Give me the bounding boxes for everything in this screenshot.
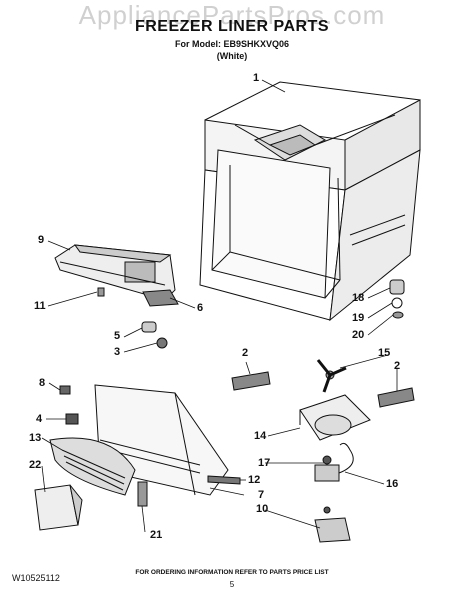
model-line: For Model: EB9SHKXVQ06 (174, 39, 290, 49)
callout-4: 4 (36, 413, 43, 425)
part-8-screw (59, 385, 71, 395)
part-17-motor (314, 455, 340, 482)
callout-3: 3 (114, 346, 121, 358)
callout-6: 6 (197, 302, 204, 314)
callout-15: 15 (378, 347, 391, 359)
callout-19: 19 (352, 312, 365, 324)
part-4-hinge (65, 413, 79, 425)
leader-lines (41, 79, 398, 533)
part-19-washer (391, 297, 403, 309)
part-5-fastener (141, 321, 157, 333)
part-11-screw (97, 287, 105, 297)
callout-5: 5 (114, 330, 121, 342)
part-20-cap (392, 311, 404, 319)
part-9-bracket (54, 244, 176, 301)
part-12-strip (207, 475, 241, 485)
document-number: W10525112 (12, 573, 60, 583)
ordering-note: FOR ORDERING INFORMATION REFER TO PARTS … (135, 569, 329, 576)
callout-2-right: 2 (394, 360, 401, 372)
part-16-wire (338, 442, 354, 474)
callout-7: 7 (258, 489, 265, 501)
page-title: FREEZER LINER PARTS (134, 18, 330, 35)
part-1-freezer-liner (199, 81, 421, 322)
callout-9: 9 (38, 234, 45, 246)
part-15-fan-blade (316, 359, 347, 393)
callout-17: 17 (258, 457, 271, 469)
part-21-latch (137, 481, 148, 507)
callout-1: 1 (253, 72, 260, 84)
part-2-tape-right (377, 387, 415, 408)
part-10-bracket (314, 506, 351, 543)
callout-18: 18 (352, 292, 365, 304)
callout-16: 16 (386, 478, 399, 490)
part-6-pad (142, 289, 179, 307)
callout-21: 21 (150, 529, 163, 541)
callout-10: 10 (256, 503, 269, 515)
part-22-cover (34, 484, 83, 531)
part-18-grommet (389, 279, 405, 295)
color-line: (White) (216, 51, 248, 61)
part-3-clip (156, 337, 168, 349)
callout-13: 13 (29, 432, 42, 444)
callout-14: 14 (254, 430, 267, 442)
part-14-fan-housing (299, 394, 371, 441)
callout-12: 12 (248, 474, 261, 486)
part-2-tape-left (231, 371, 271, 391)
callout-8: 8 (39, 377, 46, 389)
callout-2-left: 2 (242, 347, 249, 359)
callout-22: 22 (29, 459, 42, 471)
callout-11: 11 (34, 300, 46, 312)
callout-20: 20 (352, 329, 365, 341)
page-number: 5 (229, 580, 235, 589)
part-13-grille (49, 437, 136, 496)
